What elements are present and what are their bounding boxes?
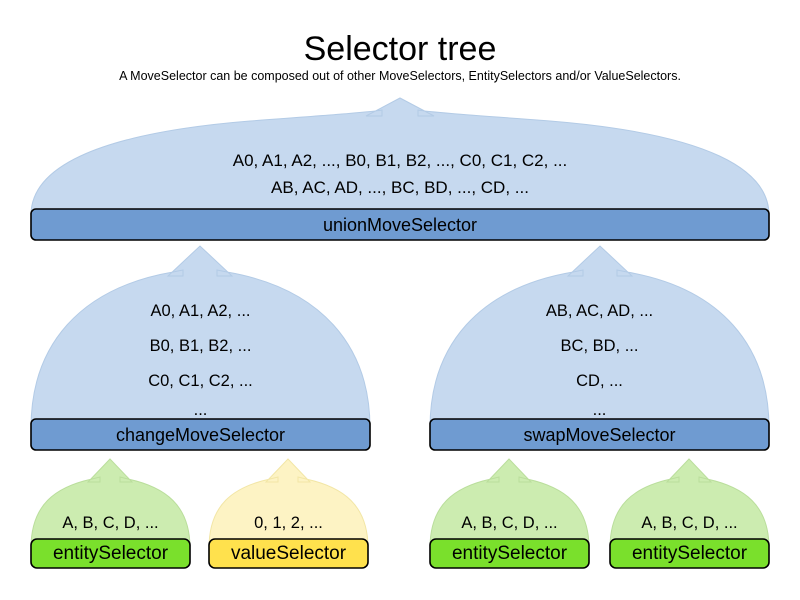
entity-swap-left-bar-label[interactable]: entitySelector (451, 543, 568, 564)
entity-change-bubble-shape (30, 458, 191, 549)
swap-bar-label[interactable]: swapMoveSelector (523, 424, 676, 445)
change-bubble-line-4: ... (193, 401, 208, 419)
entity-swap-right-bar[interactable] (609, 538, 770, 569)
page-title: Selector tree (303, 30, 497, 68)
entity-swap-right-bar-label[interactable]: entitySelector (631, 543, 748, 564)
entity-change-bar-label[interactable]: entitySelector (52, 543, 169, 564)
swap-bubble-line-3: CD, ... (576, 372, 623, 390)
entity-change-bubble-line-1: A, B, C, D, ... (62, 514, 159, 532)
page-subtitle: A MoveSelector can be composed out of ot… (119, 69, 681, 83)
entity-swap-left-bar[interactable] (429, 538, 590, 569)
union-bar-label[interactable]: unionMoveSelector (322, 214, 478, 235)
value-change-bar-label[interactable]: valueSelector (230, 543, 347, 564)
union-bubble-line-2: AB, AC, AD, ..., BC, BD, ..., CD, ... (271, 178, 529, 197)
value-change-bubble-shape (208, 458, 369, 549)
entity-swap-right-bubble-shape (609, 458, 770, 549)
change-bubble-line-2: B0, B1, B2, ... (149, 337, 252, 355)
swap-bubble-shape (429, 245, 770, 429)
union-bubble-shape (30, 97, 770, 216)
swap-bubble-line-2: BC, BD, ... (560, 337, 639, 355)
entity-swap-left-bubble-shape (429, 458, 590, 549)
value-change-bubble-line-1: 0, 1, 2, ... (254, 514, 323, 532)
change-bubble-line-1: A0, A1, A2, ... (150, 302, 251, 320)
entity-change-bar[interactable] (30, 538, 191, 569)
entity-swap-left-bubble-line-1: A, B, C, D, ... (461, 514, 558, 532)
value-change-bar[interactable] (208, 538, 369, 569)
swap-bubble-line-1: AB, AC, AD, ... (545, 302, 654, 320)
swap-bar[interactable] (429, 418, 770, 451)
change-bar[interactable] (30, 418, 371, 451)
change-bubble-line-3: C0, C1, C2, ... (148, 372, 253, 390)
union-bar[interactable] (30, 208, 770, 241)
swap-bubble-line-4: ... (592, 401, 607, 419)
entity-swap-right-bubble-line-1: A, B, C, D, ... (641, 514, 738, 532)
change-bar-label[interactable]: changeMoveSelector (115, 424, 286, 445)
union-bubble-line-1: A0, A1, A2, ..., B0, B1, B2, ..., C0, C1… (232, 151, 568, 170)
change-bubble-shape (30, 245, 371, 429)
